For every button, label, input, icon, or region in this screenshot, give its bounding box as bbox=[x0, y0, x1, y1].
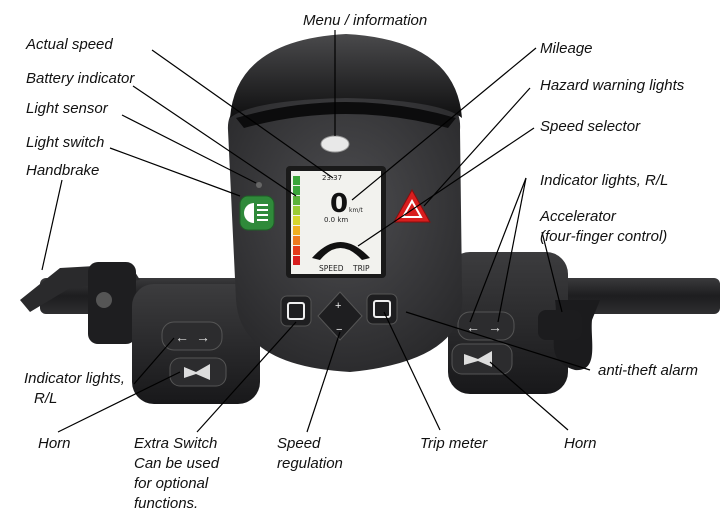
battery-indicator bbox=[293, 176, 300, 265]
speed-up-icon: + bbox=[335, 300, 341, 312]
right-arrow-icon-right: → bbox=[488, 319, 502, 335]
label-accelerator-2: (four-finger control) bbox=[540, 228, 668, 245]
console-hood bbox=[230, 34, 462, 118]
label-speed-selector: Speed selector bbox=[540, 118, 641, 135]
brake-clamp bbox=[88, 262, 136, 344]
trip-meter-button[interactable] bbox=[366, 293, 398, 325]
label-extra-2: Can be used bbox=[134, 455, 220, 472]
left-indicator-switch[interactable] bbox=[161, 321, 223, 351]
display-mileage: 0.0 km bbox=[324, 216, 348, 224]
label-light-sensor: Light sensor bbox=[26, 100, 108, 117]
extra-switch-icon bbox=[287, 302, 305, 320]
label-hazard: Hazard warning lights bbox=[540, 77, 685, 94]
hazard-icon bbox=[401, 198, 423, 218]
speed-regulation-rocker[interactable] bbox=[317, 291, 363, 341]
accelerator-clamp bbox=[538, 310, 582, 340]
label-speed-reg-1: Speed bbox=[277, 435, 321, 452]
label-actual-speed: Actual speed bbox=[26, 36, 113, 53]
label-indicator-right: Indicator lights, R/L bbox=[540, 172, 669, 189]
headlight-icon bbox=[244, 203, 254, 223]
speed-down-icon: − bbox=[336, 324, 342, 336]
label-indicator-left-2: R/L bbox=[34, 390, 58, 407]
speed-selector-arc bbox=[312, 242, 370, 260]
brake-screw bbox=[96, 292, 112, 308]
left-arrow-icon: ← bbox=[175, 329, 189, 345]
right-arrow-icon: → bbox=[196, 329, 210, 345]
label-horn-left: Horn bbox=[38, 435, 71, 452]
left-arrow-icon-right: ← bbox=[466, 319, 480, 335]
label-light-switch: Light switch bbox=[26, 134, 105, 151]
light-sensor bbox=[256, 182, 262, 188]
label-indicator-left-1: Indicator lights, bbox=[24, 370, 125, 387]
display-speed-unit: km/t bbox=[349, 207, 363, 214]
label-menu: Menu / information bbox=[303, 12, 428, 29]
display-mode-trip: TRIP bbox=[352, 264, 370, 273]
label-extra-3: for optional bbox=[134, 475, 209, 492]
label-horn-right: Horn bbox=[564, 435, 597, 452]
label-anti-theft: anti-theft alarm bbox=[598, 362, 699, 379]
extra-switch-button[interactable] bbox=[280, 295, 312, 327]
trip-meter-icon bbox=[373, 300, 391, 318]
label-speed-reg-2: regulation bbox=[277, 455, 343, 472]
label-mileage: Mileage bbox=[540, 40, 593, 57]
menu-button[interactable] bbox=[320, 135, 350, 153]
label-accelerator-1: Accelerator bbox=[540, 208, 616, 225]
display-speed: 0 bbox=[330, 189, 348, 219]
label-extra-4: functions. bbox=[134, 495, 199, 512]
label-extra-1: Extra Switch bbox=[134, 435, 218, 452]
label-battery: Battery indicator bbox=[26, 70, 135, 87]
leader-lines bbox=[41, 30, 591, 433]
label-handbrake: Handbrake bbox=[26, 162, 100, 179]
display-mode-speed: SPEED bbox=[319, 264, 344, 273]
hazard-button[interactable] bbox=[393, 188, 431, 223]
hood-lip bbox=[236, 102, 456, 128]
horn-icon-right bbox=[464, 351, 492, 367]
label-trip-meter: Trip meter bbox=[420, 435, 488, 452]
horn-icon bbox=[184, 364, 210, 380]
